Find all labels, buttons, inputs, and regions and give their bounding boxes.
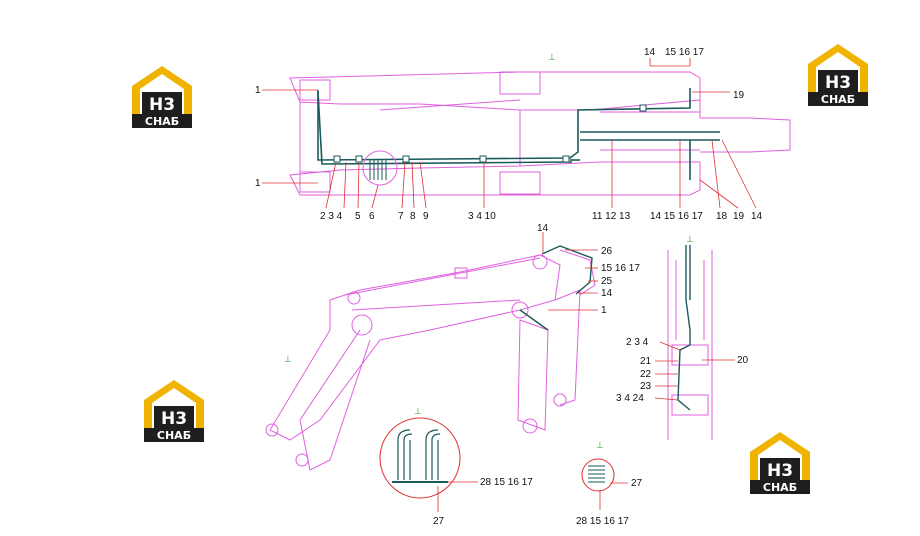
watermark-logo-bottom-left: Н3 СНАБ [144, 380, 204, 442]
label-28-small: 28 15 16 17 [576, 516, 629, 527]
label-8: 8 [410, 211, 416, 222]
circle-detail-large: ⊥ 28 15 16 17 27 [379, 406, 533, 527]
label-3410: 3 4 10 [468, 211, 496, 222]
svg-text:Н3: Н3 [149, 95, 175, 115]
svg-text:Н3: Н3 [767, 461, 793, 481]
svg-text:Н3: Н3 [161, 409, 187, 429]
right-detail-labels: 2 3 4 20 21 22 23 3 4 24 [616, 337, 749, 404]
label-22: 22 [640, 369, 652, 380]
label-14-top: 14 [644, 47, 656, 58]
label-18: 18 [716, 211, 728, 222]
label-27-large: 27 [433, 516, 445, 527]
label-6: 6 [369, 211, 375, 222]
svg-text:СНАБ: СНАБ [821, 93, 855, 106]
label-28-large: 28 15 16 17 [480, 477, 533, 488]
side-labels: 14 26 15 16 17 25 14 1 [537, 223, 640, 316]
svg-text:СНАБ: СНАБ [157, 429, 191, 442]
svg-text:⊥: ⊥ [686, 234, 694, 244]
svg-text:СНАБ: СНАБ [763, 481, 797, 494]
label-26: 26 [601, 246, 613, 257]
label-19-bottom: 19 [733, 211, 745, 222]
svg-text:⊥: ⊥ [596, 440, 604, 450]
svg-text:Н3: Н3 [825, 73, 851, 93]
label-1-top: 1 [255, 85, 261, 96]
label-1-side: 1 [601, 305, 607, 316]
label-151617-top: 15 16 17 [665, 47, 704, 58]
watermark-logo-top-left: Н3 СНАБ [132, 66, 192, 128]
label-14-side-top: 14 [537, 223, 549, 234]
right-detail: ⊥ [654, 234, 735, 440]
label-5: 5 [355, 211, 361, 222]
top-labels: 1 1 2 3 4 5 6 7 8 9 3 4 10 11 12 13 14 1… [255, 47, 763, 222]
label-19-top: 19 [733, 90, 745, 101]
label-20: 20 [737, 355, 749, 366]
top-view: ⊥ [262, 52, 791, 209]
label-7: 7 [398, 211, 404, 222]
svg-text:СНАБ: СНАБ [145, 115, 179, 128]
label-14-side: 14 [601, 288, 613, 299]
svg-text:⊥: ⊥ [284, 354, 292, 364]
label-27-small: 27 [631, 478, 643, 489]
watermark-logo-bottom-right: Н3 СНАБ [750, 432, 810, 494]
label-14151617: 14 15 16 17 [650, 211, 703, 222]
label-25: 25 [601, 276, 613, 287]
label-21: 21 [640, 356, 652, 367]
label-23: 23 [640, 381, 652, 392]
svg-text:⊥: ⊥ [548, 52, 556, 62]
label-234: 2 3 4 [320, 211, 343, 222]
svg-text:⊥: ⊥ [414, 406, 422, 416]
circle-detail-small: ⊥ 27 28 15 16 17 [576, 440, 643, 527]
label-14-bottom: 14 [751, 211, 763, 222]
label-3424: 3 4 24 [616, 393, 644, 404]
watermark-logo-top-right: Н3 СНАБ [808, 44, 868, 106]
label-151617-side: 15 16 17 [601, 263, 640, 274]
label-234-detail: 2 3 4 [626, 337, 649, 348]
label-9: 9 [423, 211, 429, 222]
label-1-bottom: 1 [255, 178, 261, 189]
side-view: ⊥ [265, 232, 598, 471]
label-111213: 11 12 13 [592, 211, 631, 222]
